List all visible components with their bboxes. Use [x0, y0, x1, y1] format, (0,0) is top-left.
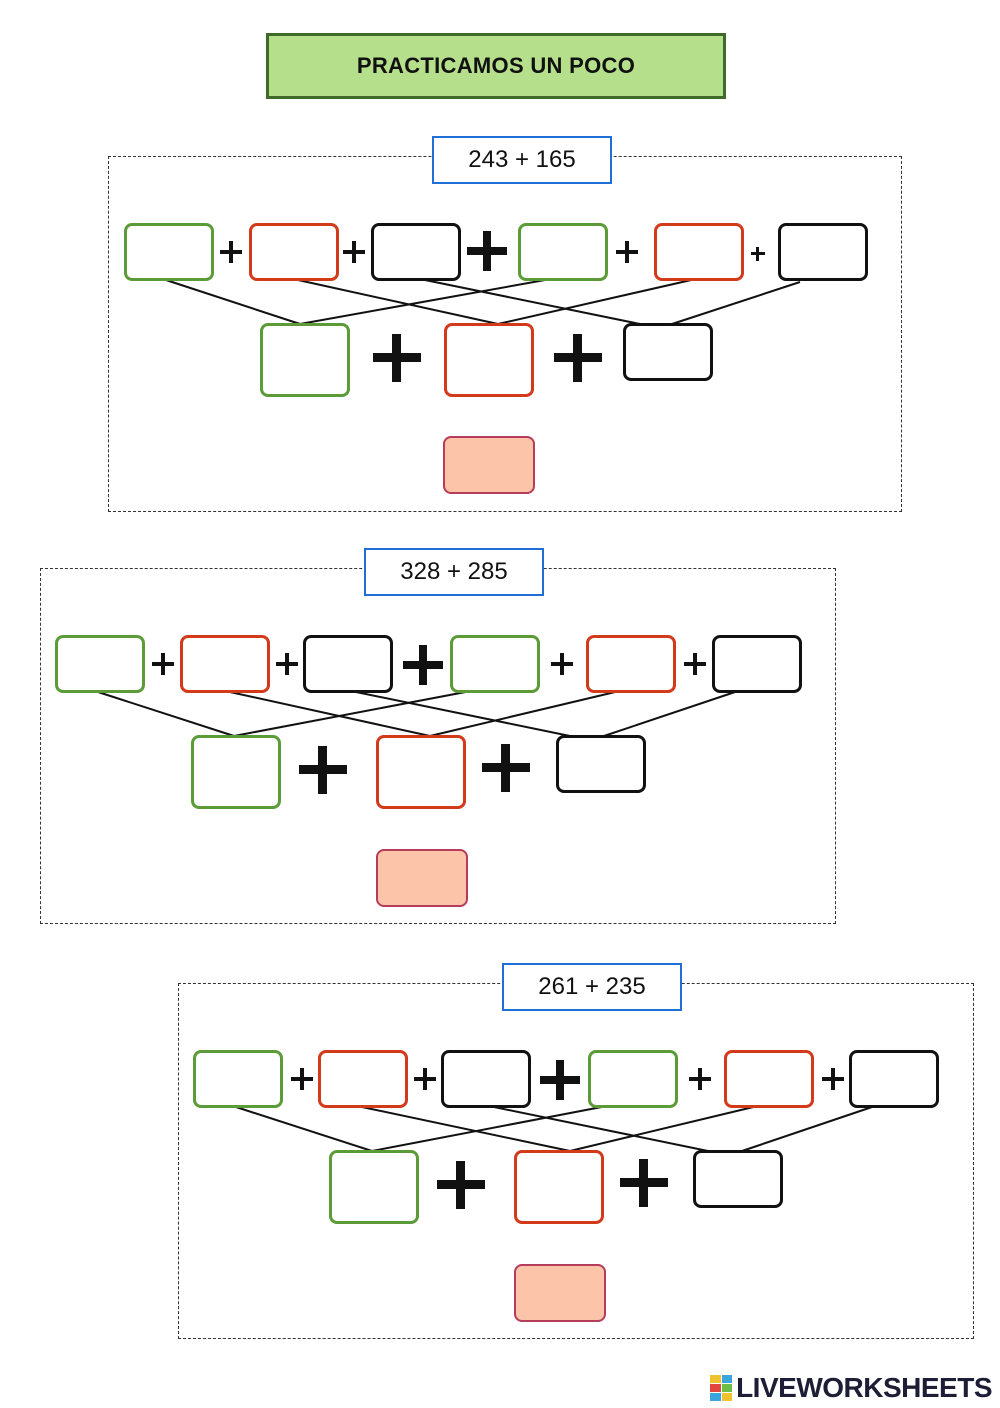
result-input[interactable]: [443, 436, 535, 494]
liveworksheets-logo-icon: [710, 1375, 733, 1401]
plus-sign: [405, 1059, 445, 1099]
units-sum-input[interactable]: [556, 735, 646, 793]
units-input-1[interactable]: [371, 223, 461, 281]
exercise-2: 328 + 285: [0, 542, 1000, 942]
plus-sign: [143, 644, 183, 684]
decomposition-lines: [165, 277, 801, 325]
exercise-3: 261 + 235: [0, 957, 1000, 1357]
units-input-1[interactable]: [441, 1050, 531, 1108]
plus-sign: [542, 644, 582, 684]
tens-input-1[interactable]: [318, 1050, 408, 1108]
plus-sign: [620, 1159, 668, 1207]
plus-sign: [334, 232, 374, 272]
tens-sum-input[interactable]: [444, 323, 534, 397]
problem-label: 243 + 165: [432, 136, 612, 184]
brand-name: LIVEWORKSHEETS: [736, 1372, 992, 1403]
problem-label: 261 + 235: [502, 963, 682, 1011]
tens-input-1[interactable]: [180, 635, 270, 693]
units-input-1[interactable]: [303, 635, 393, 693]
tens-input-2[interactable]: [654, 223, 744, 281]
hundreds-input-1[interactable]: [124, 223, 214, 281]
plus-sign: [282, 1059, 322, 1099]
units-input-2[interactable]: [849, 1050, 939, 1108]
plus-sign: [813, 1059, 853, 1099]
plus-sign: [267, 644, 307, 684]
hundreds-sum-input[interactable]: [329, 1150, 419, 1224]
plus-sign: [675, 644, 715, 684]
hundreds-input-1[interactable]: [193, 1050, 283, 1108]
plus-sign: [373, 334, 421, 382]
tens-sum-input[interactable]: [514, 1150, 604, 1224]
hundreds-sum-input[interactable]: [191, 735, 281, 809]
plus-sign: [540, 1060, 580, 1100]
plus-sign: [299, 746, 347, 794]
plus-sign: [607, 232, 647, 272]
units-sum-input[interactable]: [623, 323, 713, 381]
problem-label: 328 + 285: [364, 548, 544, 596]
plus-sign: [482, 744, 530, 792]
plus-sign: [211, 232, 251, 272]
exercise-1: 243 + 165: [0, 130, 1000, 530]
liveworksheets-logo[interactable]: LIVEWORKSHEETS: [710, 1372, 992, 1404]
plus-sign: [437, 1161, 485, 1209]
units-input-2[interactable]: [778, 223, 868, 281]
plus-sign: [467, 231, 507, 271]
tens-input-2[interactable]: [586, 635, 676, 693]
plus-sign: [680, 1059, 720, 1099]
plus-sign: [403, 645, 443, 685]
result-input[interactable]: [514, 1264, 606, 1322]
hundreds-sum-input[interactable]: [260, 323, 350, 397]
hundreds-input-1[interactable]: [55, 635, 145, 693]
plus-sign: [554, 334, 602, 382]
units-input-2[interactable]: [712, 635, 802, 693]
units-sum-input[interactable]: [693, 1150, 783, 1208]
hundreds-input-2[interactable]: [518, 223, 608, 281]
decomposition-lines: [97, 687, 736, 737]
page-title: PRACTICAMOS UN POCO: [266, 33, 726, 99]
tens-input-2[interactable]: [724, 1050, 814, 1108]
result-input[interactable]: [376, 849, 468, 907]
tens-input-1[interactable]: [249, 223, 339, 281]
decomposition-lines: [235, 1102, 873, 1152]
hundreds-input-2[interactable]: [450, 635, 540, 693]
plus-sign: [738, 234, 778, 274]
hundreds-input-2[interactable]: [588, 1050, 678, 1108]
tens-sum-input[interactable]: [376, 735, 466, 809]
